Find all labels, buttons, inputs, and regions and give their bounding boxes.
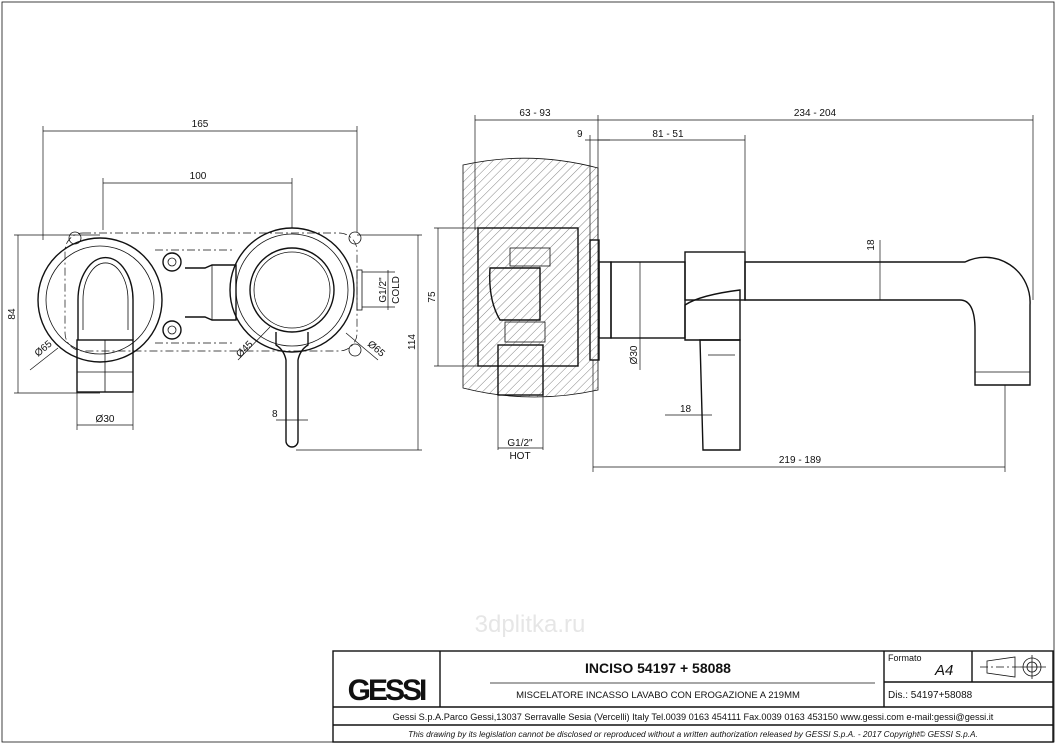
dim-234-204: 234 - 204 [794,108,837,119]
front-view: 165 100 84 Ø65 Ø45 Ø65 Ø30 8 G1/2" COLD … [7,119,422,451]
format-value: A4 [934,662,953,679]
valve-box [477,227,579,367]
company-info: Gessi S.p.A.Parco Gessi,13037 Serravalle… [393,712,994,722]
dim-dia-45: Ø45 [234,339,255,360]
cold-connection-size: G1/2" [378,277,389,303]
dim-18-pipe: 18 [866,239,877,251]
dim-63-93: 63 - 93 [519,108,551,119]
dim-165: 165 [192,119,209,130]
dim-84: 84 [7,308,18,320]
dim-dia-65-right: Ø65 [365,339,387,360]
drawing-title: INCISO 54197 + 58088 [585,660,731,676]
lever-side [699,339,741,451]
drawing-subtitle: MISCELATORE INCASSO LAVABO CON EROGAZION… [516,690,800,701]
hot-inlet [497,344,544,396]
dim-9: 9 [577,129,583,140]
knurled-collar [684,251,746,301]
copyright-notice: This drawing by its legislation cannot b… [408,729,978,739]
mounting-box-outline [64,232,358,352]
left-cover-plate [37,237,163,363]
format-label: Formato [888,653,922,663]
dim-75: 75 [427,291,438,303]
knurled-handle [610,261,686,339]
dim-100: 100 [190,171,207,182]
dim-8: 8 [272,409,278,420]
projection-symbol-icon [980,655,1046,679]
dim-81-51: 81 - 51 [652,129,684,140]
dim-219-189: 219 - 189 [779,455,822,466]
drawing-number: Dis.: 54197+58088 [888,690,973,701]
watermark: 3dplitka.ru [475,611,586,638]
right-cover-plate [229,227,355,353]
dim-18-lever: 18 [680,404,692,415]
title-block: GESSI INCISO 54197 + 58088 MISCELATORE I… [332,650,1054,743]
handle-knob [249,247,335,333]
dim-dia-65-left: Ø65 [33,338,55,359]
side-view: 63 - 93 9 81 - 51 234 - 204 18 75 Ø30 18… [427,108,1034,472]
gessi-logo: GESSI [348,674,426,707]
wall-section [462,157,599,398]
dim-114: 114 [407,334,418,350]
spout-profile [77,256,134,340]
cold-label: COLD [391,276,402,304]
hot-connection-size: G1/2" [507,438,533,449]
valve-body [185,264,237,321]
lever-handle [275,332,309,448]
hot-label: HOT [509,451,530,462]
dim-dia-30: Ø30 [96,414,115,425]
dim-dia-30-side: Ø30 [629,345,640,364]
spout-side [744,256,1031,386]
